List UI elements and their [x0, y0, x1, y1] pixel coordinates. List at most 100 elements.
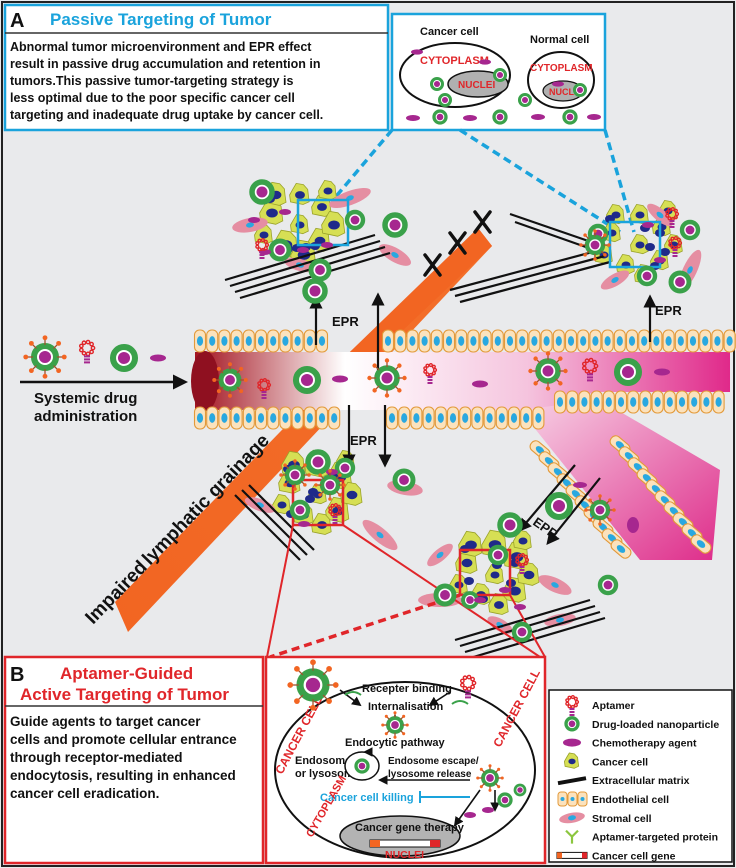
nanoparticle — [544, 491, 574, 521]
legend-label: Extracellular matrix — [592, 775, 690, 787]
chemo-agent — [474, 597, 486, 603]
chemo-agent — [499, 587, 511, 593]
panel-b-cell-diagram: CANCER CELL CANCER CELL Recepter binding… — [264, 655, 547, 865]
panel-a-line-3: tumors.This passive tumor-targeting stra… — [10, 74, 293, 88]
inset-particles — [406, 49, 601, 125]
chemo-agent — [406, 115, 420, 121]
cancer-cell — [321, 210, 346, 237]
chemo-agent — [321, 242, 333, 248]
epr-label-1: EPR — [332, 314, 359, 329]
panel-b-letter: B — [10, 664, 24, 686]
nanoparticle — [437, 92, 453, 108]
aptamer — [665, 206, 680, 228]
panel-a-line-1: Abnormal tumor microenvironment and EPR … — [10, 40, 312, 54]
nanoparticle — [289, 499, 311, 521]
endothelial-row-bottom — [193, 406, 545, 430]
nanoparticle — [344, 209, 366, 231]
chemo-agent — [411, 49, 423, 55]
panel-b-line-2: cells and promote cellular entrance — [10, 732, 237, 747]
chemo-agent — [464, 812, 476, 818]
chemo-agent — [654, 368, 670, 376]
stromal-cell — [362, 519, 398, 551]
chemo-agent — [573, 482, 587, 488]
nanoparticle — [679, 219, 701, 241]
nuclei-label: NUCLEI — [385, 849, 424, 861]
chemo-agent — [297, 247, 309, 253]
pathway-arrows — [339, 689, 500, 827]
legend-label: Drug-loaded nanoparticle — [592, 719, 719, 731]
legend-item: Chemotherapy agent — [563, 738, 697, 750]
legend-label: Stromal cell — [592, 813, 652, 825]
epr-label-2: EPR — [655, 303, 682, 318]
aptamer — [328, 502, 343, 524]
inset-cancer-nucleus — [447, 70, 509, 98]
aptamer — [459, 674, 477, 699]
inset-cancer-cell-label: Cancer cell — [420, 26, 479, 38]
panel-b-title-2: Active Targeting of Tumor — [20, 685, 229, 704]
blocked-marks — [423, 210, 492, 277]
nanoparticle — [334, 457, 356, 479]
legend-item: Cancer cell gene — [556, 850, 676, 862]
aptamer — [565, 694, 580, 716]
nanoparticle — [597, 574, 619, 596]
nanoparticle — [308, 258, 332, 282]
legend-item: Stromal cell — [559, 812, 652, 825]
panel-a-line-5: targeting and inadequate drug uptake by … — [10, 108, 323, 122]
cancer-cell — [259, 198, 284, 225]
escape-label-2: lysosome release — [388, 769, 472, 780]
nanoparticle — [613, 357, 643, 387]
chemo-agent — [654, 257, 666, 263]
nanoparticle — [511, 621, 533, 643]
aptamer-nanoparticle — [528, 351, 568, 391]
drug-particles — [23, 179, 701, 643]
matrix-icon — [557, 776, 587, 786]
legend-label: Endothelial cell — [592, 794, 669, 806]
aptamer — [423, 362, 438, 384]
nanoparticle — [433, 583, 457, 607]
panel-a-line-2: result in passive drug accumulation and … — [10, 57, 320, 71]
chemo-agent — [552, 81, 564, 87]
inset-normal-cell-label: Normal cell — [530, 34, 589, 46]
nanoparticle — [487, 544, 509, 566]
endothelial-icon — [557, 791, 588, 807]
aptamer-nanoparticle — [23, 335, 67, 379]
chemo-agent — [563, 738, 581, 747]
tumor-zoom-box-b2 — [458, 548, 512, 597]
systemic-label-1: Systemic drug — [34, 390, 137, 407]
stromal-icon — [559, 812, 585, 824]
legend-label: Aptamer-targeted protein — [592, 832, 718, 844]
cancer-cell-icon — [563, 752, 580, 769]
chemo-agent-icon — [563, 738, 581, 747]
nanoparticle — [302, 278, 328, 304]
tumor-zoom-box-b1 — [291, 478, 345, 527]
panel-b-title-1: Aptamer-Guided — [60, 664, 193, 683]
legend-item: Drug-loaded nanoparticle — [564, 716, 719, 732]
nanoparticle — [668, 270, 692, 294]
panel-b-line-3: through receptor-mediated — [10, 750, 183, 765]
inset-normal-cytoplasm: CYTOPLASM — [530, 63, 593, 74]
legend-label: Cancer cell — [592, 756, 648, 768]
aptamer — [257, 377, 272, 399]
nanoparticle — [564, 716, 580, 732]
aptamer — [515, 552, 530, 574]
legend-item: Aptamer-targeted protein — [565, 829, 718, 844]
epr-arrows — [309, 292, 657, 546]
nanoparticle — [268, 238, 292, 262]
cancer-cell — [340, 481, 363, 506]
receptor-icon — [565, 829, 579, 844]
chemo-agent — [298, 521, 310, 527]
aptamer — [581, 357, 599, 382]
legend-label: Chemotherapy agent — [592, 738, 697, 750]
panel-a-letter: A — [10, 10, 24, 32]
endosome-label-1: Endosome — [295, 755, 351, 767]
nanoparticle — [572, 82, 588, 98]
panel-b-line-4: endocytosis, resulting in enhanced — [10, 768, 236, 783]
endothelial-row-top — [193, 329, 736, 353]
stromal-cell — [538, 575, 572, 595]
chemo-agent — [248, 217, 260, 223]
legend-item: Endothelial cell — [557, 791, 669, 807]
receptor-binding-label: Recepter binding — [362, 683, 452, 695]
chemo-agent — [587, 114, 601, 120]
systemic-label-2: administration — [34, 408, 137, 425]
